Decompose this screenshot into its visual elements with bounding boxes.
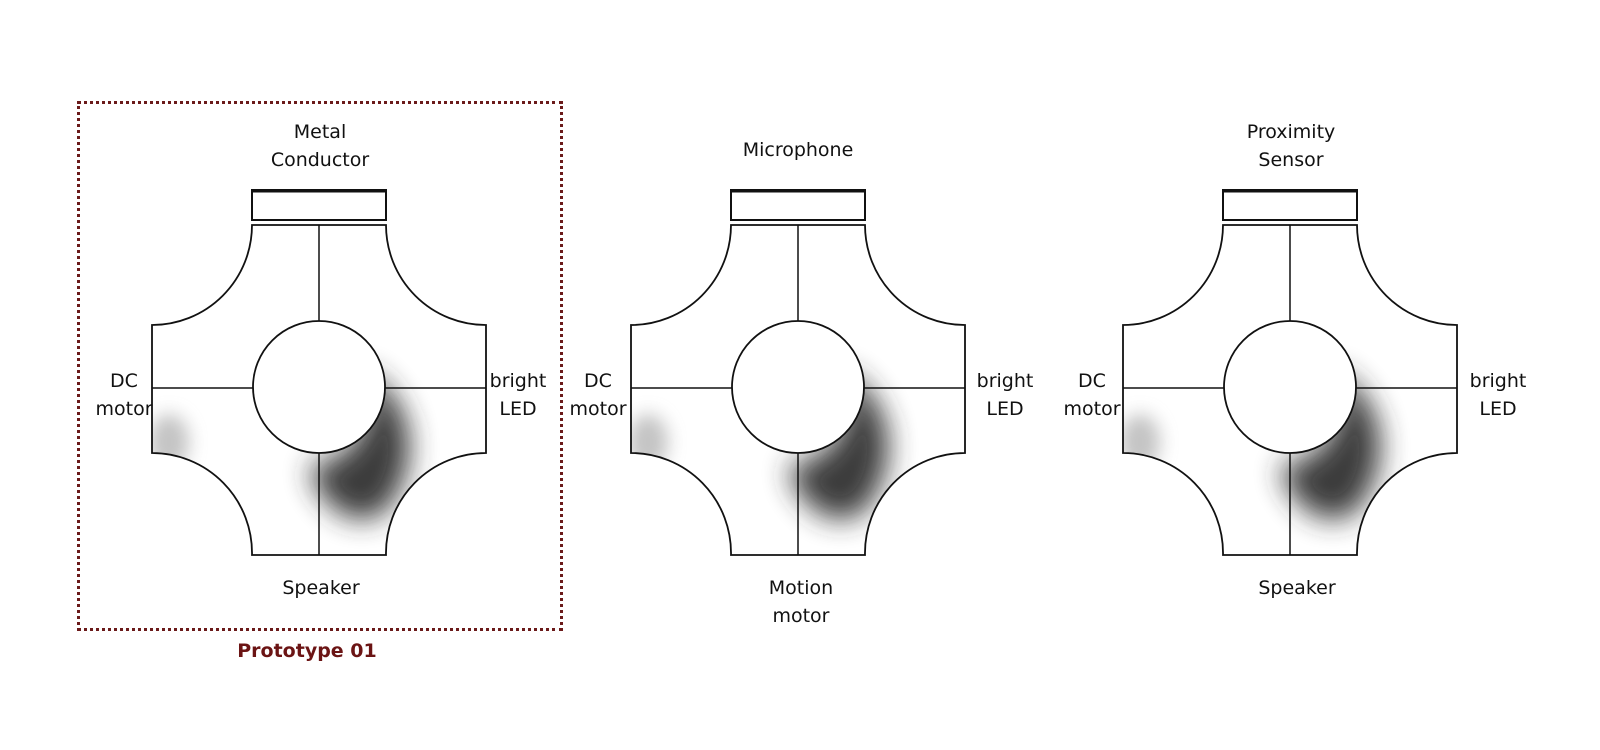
- module-shape-1: [149, 190, 486, 555]
- module-3-bottom-label: Speaker: [1258, 577, 1336, 599]
- module-shape-2: [628, 190, 965, 555]
- module-1-bottom-label: Speaker: [282, 577, 360, 599]
- prototype-01-frame: [77, 101, 563, 631]
- module-shape-3: [1120, 190, 1457, 555]
- module-2-top-label: Microphone: [742, 139, 854, 161]
- prototype-01-label: Prototype 01: [237, 640, 377, 662]
